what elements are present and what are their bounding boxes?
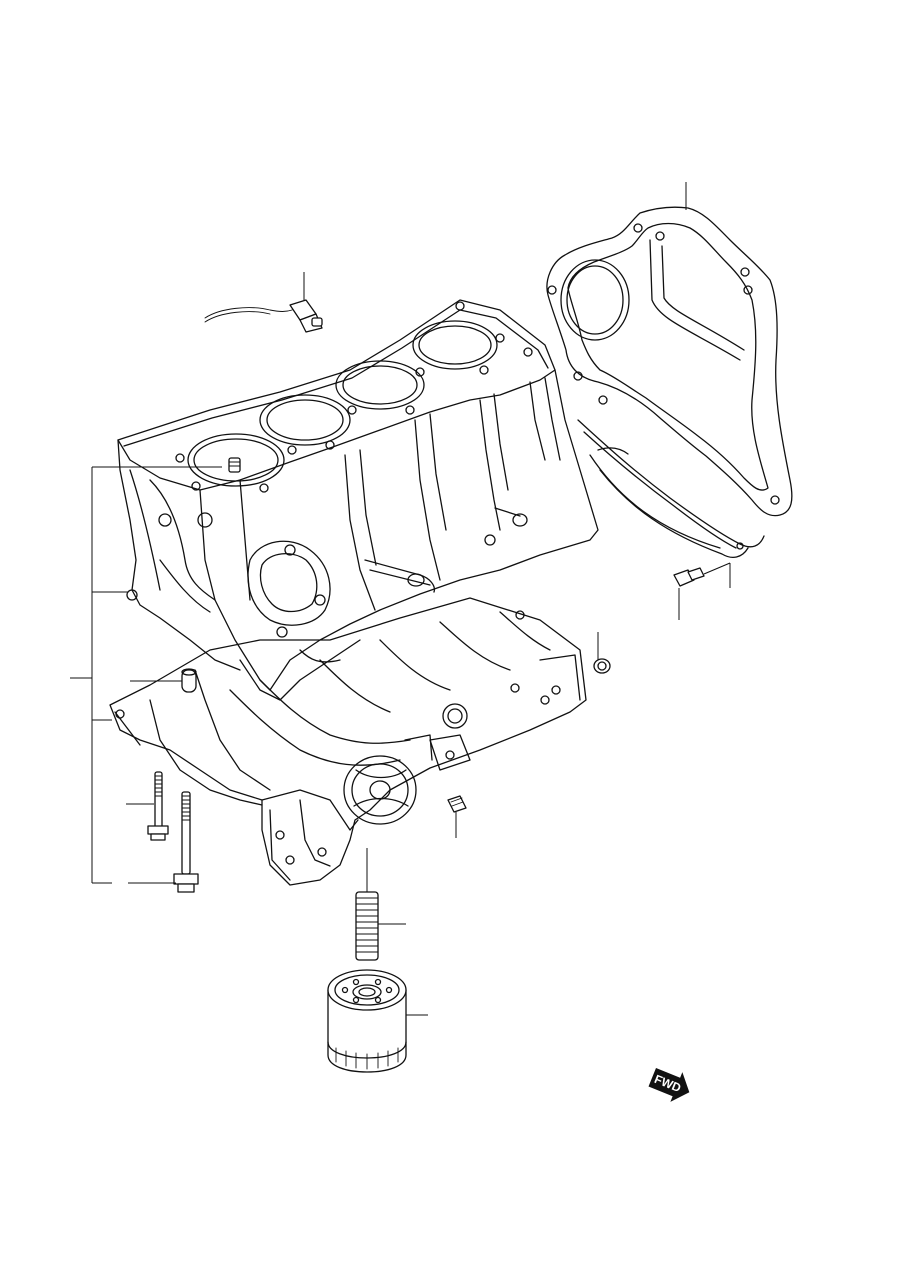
jet[interactable] — [447, 795, 467, 813]
cylinder-block[interactable] — [117, 299, 599, 701]
bolt-long[interactable] — [173, 791, 199, 893]
oil-filter-stud[interactable] — [355, 891, 379, 961]
plug[interactable] — [593, 658, 611, 674]
dowel-pin[interactable] — [181, 668, 197, 693]
rear-plate-gasket[interactable] — [546, 206, 793, 559]
plate-bolt[interactable] — [673, 567, 705, 587]
cylinder-plug[interactable] — [228, 457, 241, 473]
bolt-short[interactable] — [147, 771, 169, 841]
leader-plate-2 — [703, 562, 731, 575]
knock-sensor[interactable] — [204, 299, 323, 333]
fwd-arrow-icon: FWD — [648, 1068, 690, 1102]
lower-crankcase[interactable] — [109, 597, 587, 886]
block-group-bracket — [70, 466, 222, 884]
oil-filter[interactable] — [327, 969, 407, 1073]
